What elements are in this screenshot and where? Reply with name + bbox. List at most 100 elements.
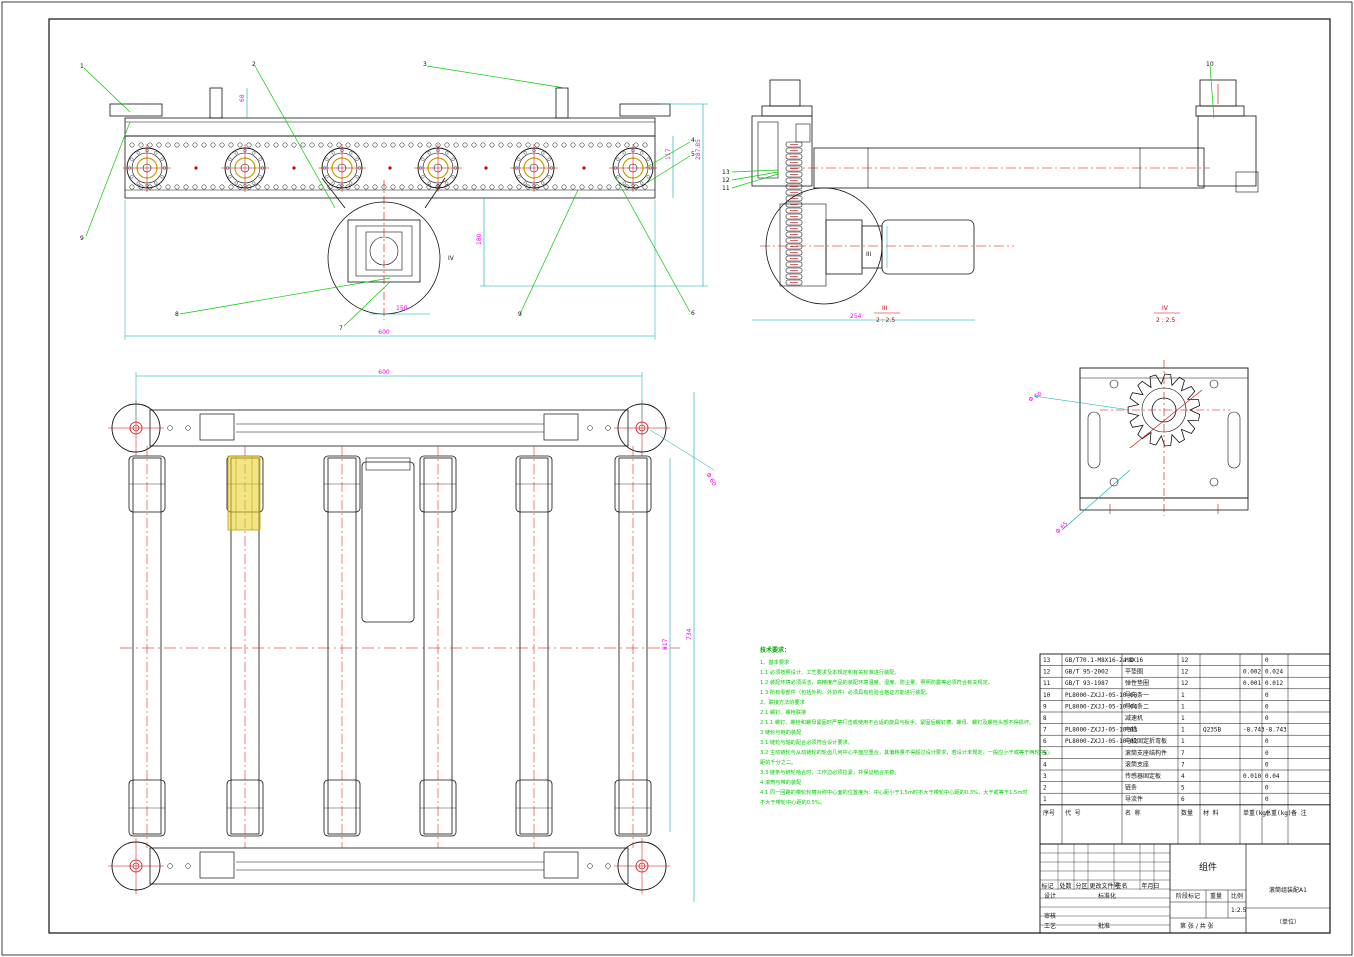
view-label-iv: IV <box>1162 305 1169 312</box>
chain-link <box>201 184 207 190</box>
chain-link <box>345 142 351 148</box>
chain-link <box>785 237 803 244</box>
chain-link <box>588 184 594 190</box>
approve-label: 批准 <box>1098 922 1110 930</box>
bom-cell: M8X16 <box>1125 657 1143 664</box>
bom-header-cell: 材 料 <box>1203 809 1219 817</box>
dim-right-height-1: 287.85 <box>695 139 702 160</box>
chain-link <box>543 142 549 148</box>
chain-link <box>471 142 477 148</box>
callout-8: 8 <box>175 311 179 318</box>
chain-link <box>785 219 803 226</box>
svg-text:IV: IV <box>448 255 455 262</box>
bom-cell: 4 <box>1043 761 1047 768</box>
chain-link <box>390 142 396 148</box>
note-line: 1.3 所有零部件（包括外购、外协件）必须具有检验合格证方能进行装配。 <box>760 688 931 696</box>
view-scale-iii: 2 : 2.5 <box>876 317 895 324</box>
chain-link <box>273 184 279 190</box>
chain-link <box>785 243 803 250</box>
mount-hole <box>292 166 296 170</box>
view-label-iii: III <box>882 305 888 312</box>
chain-link <box>489 142 495 148</box>
group-label: 组件 <box>1199 861 1217 873</box>
bom-cell: 导向条一 <box>1125 691 1149 699</box>
chain-link <box>785 165 803 172</box>
chain-link <box>597 142 603 148</box>
bom-cell: 0.024 <box>1265 669 1283 676</box>
chain-link <box>264 184 270 190</box>
chain-link <box>372 142 378 148</box>
bom-cell: 0 <box>1265 715 1269 722</box>
note-line: 1.1 必须按照设计、工艺要求及本规定和有关标准进行装配。 <box>760 668 900 676</box>
chain-link <box>624 142 630 148</box>
callout-10: 10 <box>1206 61 1214 68</box>
plan-roller <box>515 446 553 848</box>
chain-link <box>165 184 171 190</box>
process-label: 工艺 <box>1044 922 1056 930</box>
chain-link <box>318 142 324 148</box>
note-line: 3.2 主动链轮与从动链轮的轮齿几何中心平面应重合，其偏移量不得超过设计要求，若… <box>760 748 1050 756</box>
bom-cell: 6 <box>1043 738 1047 745</box>
scale-value: 1:2.5 <box>1231 907 1247 914</box>
dim-motor-box: 150 <box>396 305 408 312</box>
chain-link <box>642 142 648 148</box>
chain-link <box>201 142 207 148</box>
plan-rollers <box>128 446 652 848</box>
chain-link <box>138 184 144 190</box>
chain-link <box>363 184 369 190</box>
sheet-count: 第 张 / 共 张 <box>1180 922 1214 930</box>
chain-link <box>615 142 621 148</box>
dim-top-width: 600 <box>378 329 390 336</box>
front-rollers <box>123 144 657 192</box>
bom-header-cell: 代 号 <box>1065 809 1081 817</box>
chain-link <box>785 201 803 208</box>
bom-cell: 0 <box>1265 657 1269 664</box>
front-roller <box>609 144 657 192</box>
chain-link <box>219 142 225 148</box>
callout-6: 6 <box>691 310 695 317</box>
chain-link <box>507 142 513 148</box>
dim-depth-2: 734 <box>686 628 693 640</box>
mount-hole <box>582 166 586 170</box>
chain-link <box>615 184 621 190</box>
chain-link <box>210 142 216 148</box>
bom-header-cell: 单重(kg) <box>1243 809 1269 817</box>
chain-link <box>453 142 459 148</box>
bom-cell: 1 <box>1181 738 1185 745</box>
chain-link <box>228 142 234 148</box>
bom-cell: 12 <box>1181 680 1189 687</box>
bom-cell: 滚筒支座 <box>1125 760 1149 768</box>
chain-link <box>785 177 803 184</box>
callout-5: 5 <box>691 151 695 158</box>
bom-header-cell: 备 注 <box>1291 809 1307 817</box>
bom-cell: 1 <box>1181 727 1185 734</box>
chain-link <box>354 184 360 190</box>
svg-text:III: III <box>866 251 872 258</box>
chain-link <box>345 184 351 190</box>
callout-4: 4 <box>691 137 695 144</box>
bom-cell: 3 <box>1043 773 1047 780</box>
chain-link <box>156 142 162 148</box>
bolt <box>605 425 611 431</box>
chain-link <box>624 184 630 190</box>
chain-link <box>785 171 803 178</box>
end-wheel <box>108 838 164 894</box>
chain-link <box>552 142 558 148</box>
plan-wheels <box>108 400 670 894</box>
chain-link <box>255 184 261 190</box>
bom-header-cell: 数量 <box>1181 809 1193 817</box>
rev-label: 更改文件号 <box>1090 882 1120 890</box>
rev-label: 标记 <box>1042 882 1054 890</box>
bom-cell: 0 <box>1265 785 1269 792</box>
note-line: 1、基本要求 <box>760 658 790 666</box>
chain-link <box>408 184 414 190</box>
chain-link <box>498 142 504 148</box>
chain-link <box>291 184 297 190</box>
front-roller <box>221 144 269 192</box>
rev-label: 签名 <box>1116 882 1128 890</box>
title-block-grid: 标记处数分区更改文件号签名年月日 <box>1039 843 1171 926</box>
bom-cell: GB/T70.1-M8X16-2a.D <box>1065 657 1134 664</box>
mount-hole <box>484 166 488 170</box>
bolt <box>185 425 191 431</box>
